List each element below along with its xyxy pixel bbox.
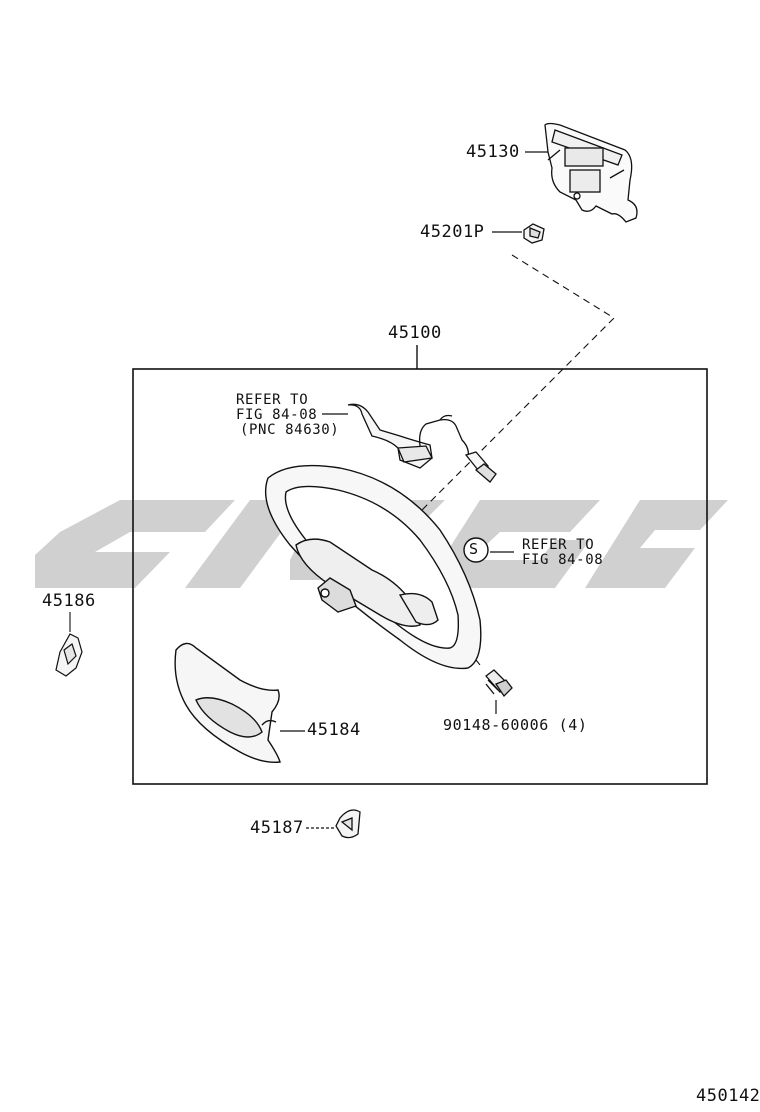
refer-b-line2: FIG 84-08 (522, 552, 604, 568)
clip-45186 (55, 633, 83, 677)
bolt-90148 (485, 669, 513, 698)
label-45201p: 45201P (420, 222, 485, 242)
refer-a-line3: (PNC 84630) (240, 422, 340, 438)
refer-b-line1: REFER TO (522, 537, 595, 553)
cable-connector (347, 403, 497, 483)
s-symbol: S (469, 540, 479, 558)
label-bolt: 90148-60006 (4) (443, 718, 588, 733)
label-45100: 45100 (388, 323, 442, 343)
assembly-frame (132, 368, 708, 785)
nut-45201p (523, 223, 545, 244)
bolt-number: 90148-60006 (443, 716, 549, 734)
label-45184: 45184 (307, 720, 361, 740)
refer-a-line1: REFER TO (236, 392, 309, 408)
refer-a-line2: FIG 84-08 (236, 407, 318, 423)
s-symbol-circle (463, 537, 489, 563)
steering-wheel-45100 (264, 464, 482, 670)
figure-id: 450142 (696, 1086, 760, 1106)
label-45187: 45187 (250, 818, 304, 838)
horn-pad-45130 (544, 122, 638, 223)
label-45130: 45130 (466, 142, 520, 162)
alignment-dash (371, 254, 615, 561)
bolt-quantity: (4) (558, 716, 588, 734)
cover-45187 (335, 809, 361, 839)
label-45186: 45186 (42, 591, 96, 611)
cover-45184 (174, 642, 281, 763)
